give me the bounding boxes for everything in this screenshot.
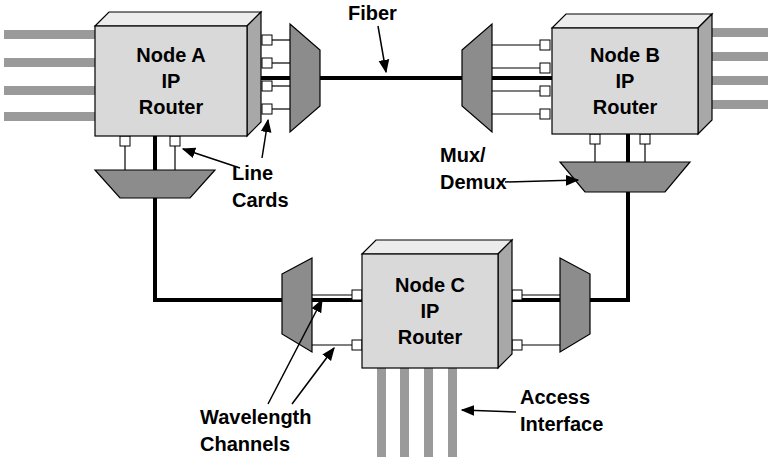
- router-box: Node A IP Router: [95, 12, 261, 136]
- box-side: [498, 240, 512, 368]
- router-box: Node C IP Router: [362, 240, 512, 368]
- box-front: [552, 28, 698, 134]
- box-top: [552, 14, 712, 28]
- callout-label: Wavelength Channels: [200, 404, 330, 457]
- node-label: Node B IP Router: [583, 42, 667, 120]
- callout-label: Mux/ Demux: [440, 142, 514, 196]
- box-side: [698, 14, 712, 134]
- box-front: [95, 26, 247, 136]
- fiber-link: [155, 136, 362, 300]
- node-label: Node A IP Router: [129, 42, 213, 120]
- callout-label: Line Cards: [232, 160, 304, 214]
- router-box: Node B IP Router: [552, 14, 712, 134]
- callout-label: Fiber: [348, 0, 418, 27]
- box-top: [362, 240, 512, 254]
- callout-label: Access Interface: [520, 384, 620, 438]
- box-side: [247, 12, 261, 136]
- box-front: [362, 254, 498, 368]
- box-top: [95, 12, 261, 26]
- node-label: Node C IP Router: [388, 272, 472, 350]
